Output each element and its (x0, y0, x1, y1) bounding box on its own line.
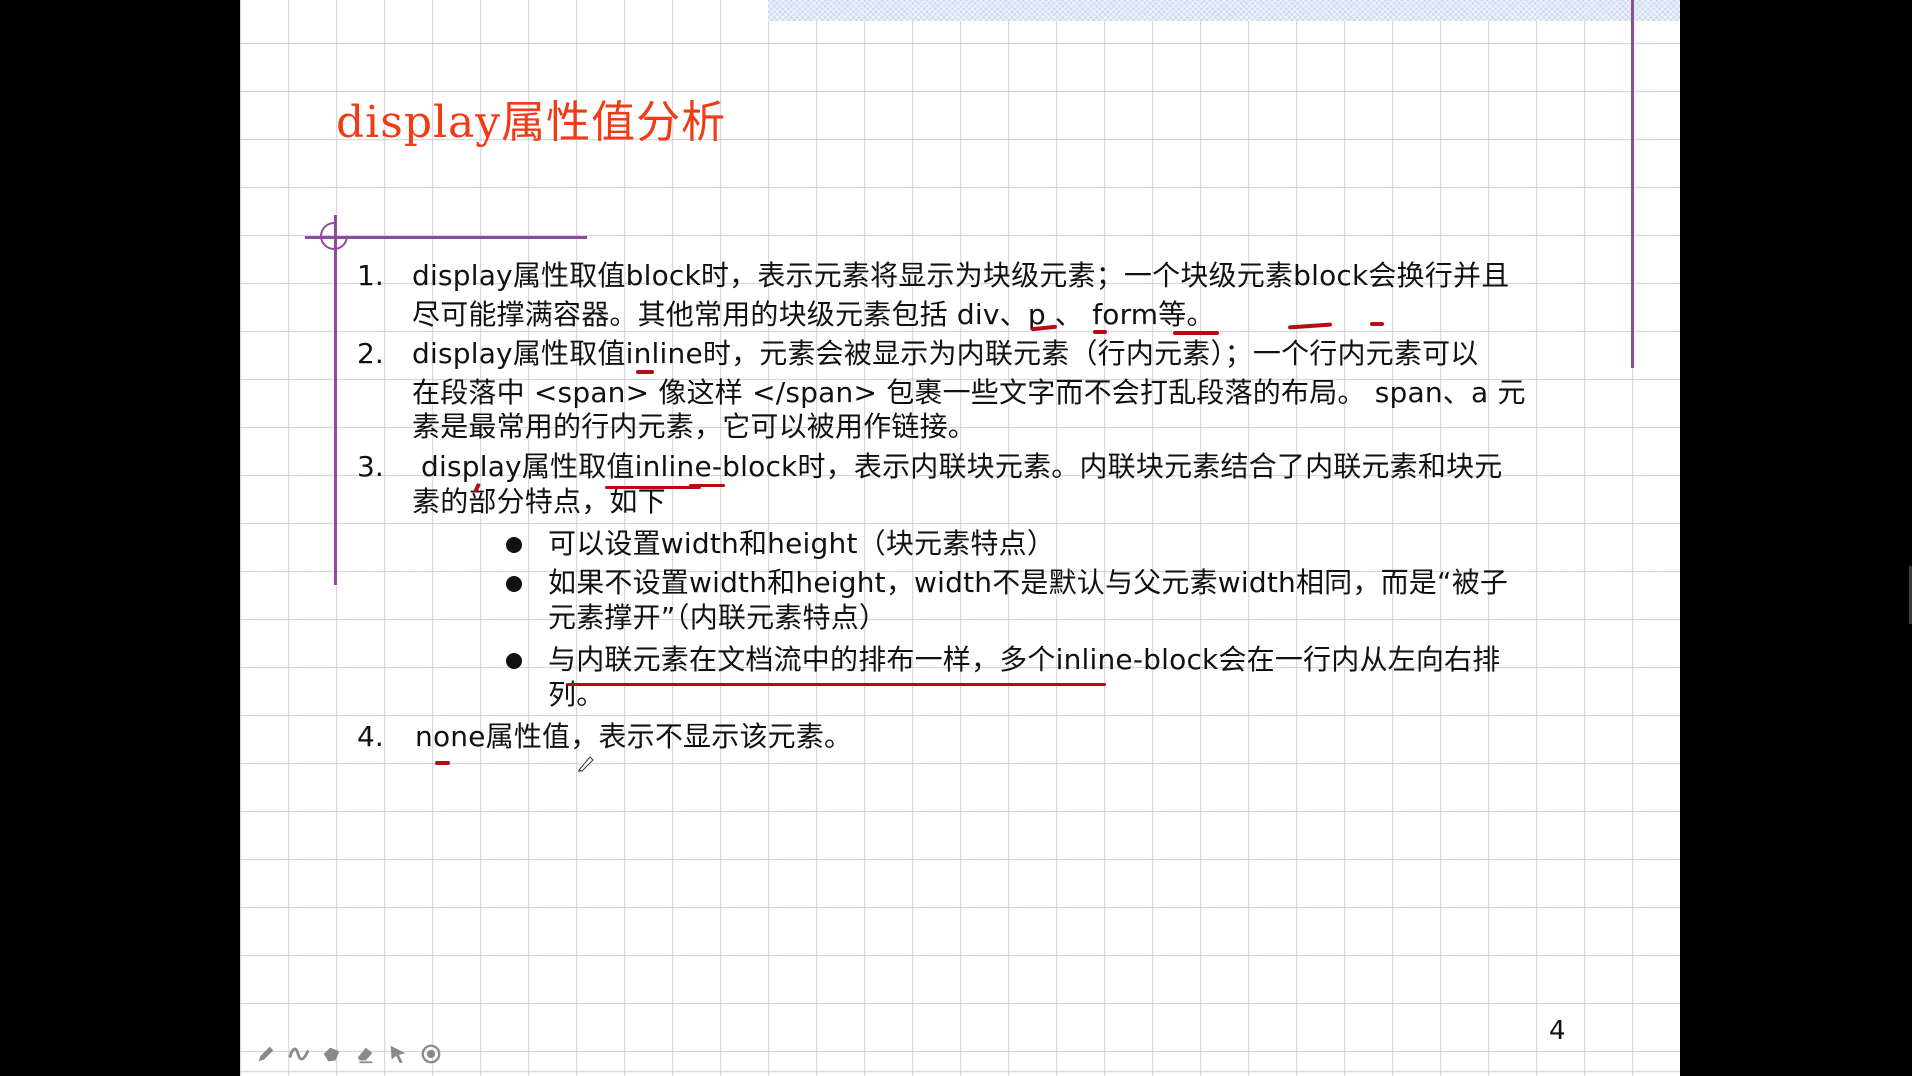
pointer-icon[interactable] (386, 1042, 410, 1066)
bullet-icon (506, 653, 522, 669)
list-number: 3. (357, 450, 384, 483)
ink-mark (1370, 322, 1384, 326)
ink-mark (1287, 322, 1333, 330)
bullet-icon (506, 537, 522, 553)
list-item-text: none属性值，表示不显示该元素。 (415, 720, 853, 753)
decorative-vertical-line (334, 215, 337, 585)
eraser-icon[interactable] (353, 1042, 377, 1066)
crosshair-circle-icon (314, 216, 354, 256)
list-item-text: display属性取值inline时，元素会被显示为内联元素（行内元素）；一个行… (412, 337, 1479, 370)
list-item-text: 素是最常用的行内元素，它可以被用作链接。 (412, 410, 977, 443)
list-number: 1. (357, 259, 384, 292)
bullet-text: 如果不设置width和height，width不是默认与父元素width相同，而… (548, 566, 1509, 599)
header-band (768, 0, 1680, 21)
bullet-text: 元素撑开”（内联元素特点） (548, 601, 888, 634)
list-item-text: 尽可能撑满容器。其他常用的块级元素包括 div、p 、 form等。 (412, 298, 1215, 331)
ink-mark (605, 486, 701, 489)
highlighter-icon[interactable] (320, 1042, 344, 1066)
annotation-toolbar (254, 1042, 443, 1066)
bullet-text: 可以设置width和height（块元素特点） (548, 527, 1056, 560)
list-number: 4. (357, 720, 384, 753)
pen-cursor-icon (578, 756, 594, 772)
list-number: 2. (357, 337, 384, 370)
bullet-icon (506, 576, 522, 592)
ink-mark (435, 761, 450, 765)
list-item-text: display属性取值block时，表示元素将显示为块级元素；一个块级元素blo… (412, 259, 1510, 292)
slide-title: display属性值分析 (336, 97, 727, 148)
freehand-icon[interactable] (287, 1042, 311, 1066)
ink-mark (566, 683, 1106, 686)
presentation-slide: display属性值分析 1. display属性取值block时，表示元素将显… (240, 0, 1680, 1076)
list-item-text: 在段落中 <span> 像这样 </span> 包裹一些文字而不会打乱段落的布局… (412, 376, 1526, 409)
bullet-text: 与内联元素在文档流中的排布一样，多个inline-block会在一行内从左向右排 (548, 643, 1501, 676)
ink-mark (1093, 330, 1107, 334)
list-item-text: display属性取值inline-block时，表示内联块元素。内联块元素结合… (421, 450, 1503, 483)
decorative-right-line (1631, 0, 1634, 368)
page-number: 4 (1549, 1016, 1566, 1046)
laser-icon[interactable] (419, 1042, 443, 1066)
pen-icon[interactable] (254, 1042, 278, 1066)
ink-mark (636, 370, 654, 374)
ink-mark (689, 484, 725, 487)
ink-mark (1173, 331, 1219, 335)
list-item-text: 素的部分特点，如下 (412, 485, 666, 518)
side-scroll-handle[interactable] (1909, 566, 1912, 624)
decorative-horizontal-line (305, 236, 587, 239)
